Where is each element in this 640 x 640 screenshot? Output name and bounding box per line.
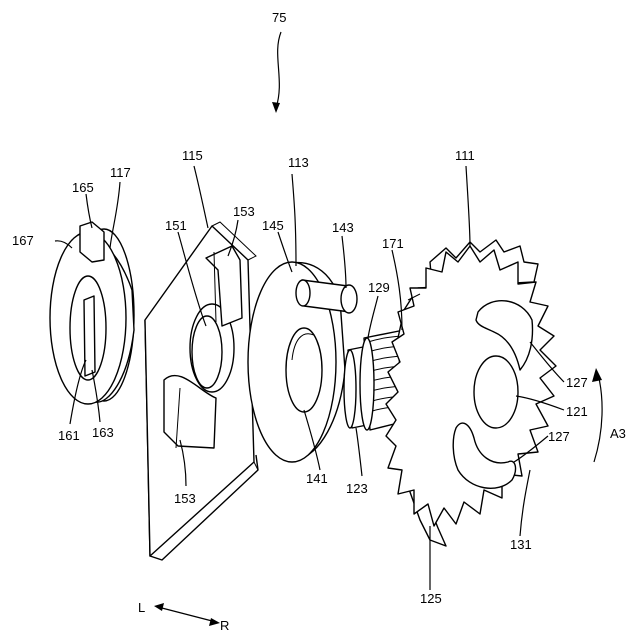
washer-117 <box>50 222 134 404</box>
label-143: 143 <box>332 220 354 235</box>
label-131: 131 <box>510 537 532 552</box>
label-163: 163 <box>92 425 114 440</box>
label-145: 145 <box>262 218 284 233</box>
label-111: 111 <box>455 148 475 163</box>
label-direction-left: L <box>138 600 145 615</box>
label-165: 165 <box>72 180 94 195</box>
label-117: 117 <box>110 165 131 180</box>
label-115: 115 <box>182 148 203 163</box>
label-direction-right: R <box>220 618 229 633</box>
label-167: 167 <box>12 233 34 248</box>
label-113: 113 <box>288 155 309 170</box>
assembly-pointer <box>272 32 281 113</box>
direction-arrow <box>154 603 220 626</box>
label-123: 123 <box>346 481 368 496</box>
label-153-upper: 153 <box>233 204 255 219</box>
label-121: 121 <box>566 404 588 419</box>
label-129: 129 <box>368 280 390 295</box>
label-75: 75 <box>272 10 286 25</box>
label-151: 151 <box>165 218 187 233</box>
label-153-lower: 153 <box>174 491 196 506</box>
label-127-lower: 127 <box>548 429 570 444</box>
rotation-arrow-a3 <box>592 368 602 462</box>
label-a3: A3 <box>610 426 626 441</box>
label-125: 125 <box>420 591 442 606</box>
label-161: 161 <box>58 428 80 443</box>
eccentric-disc-113 <box>248 262 357 462</box>
label-171: 171 <box>382 236 404 251</box>
gear-111 <box>386 240 556 546</box>
label-141: 141 <box>306 471 328 486</box>
plate-115 <box>145 222 258 560</box>
label-127-upper: 127 <box>566 375 588 390</box>
